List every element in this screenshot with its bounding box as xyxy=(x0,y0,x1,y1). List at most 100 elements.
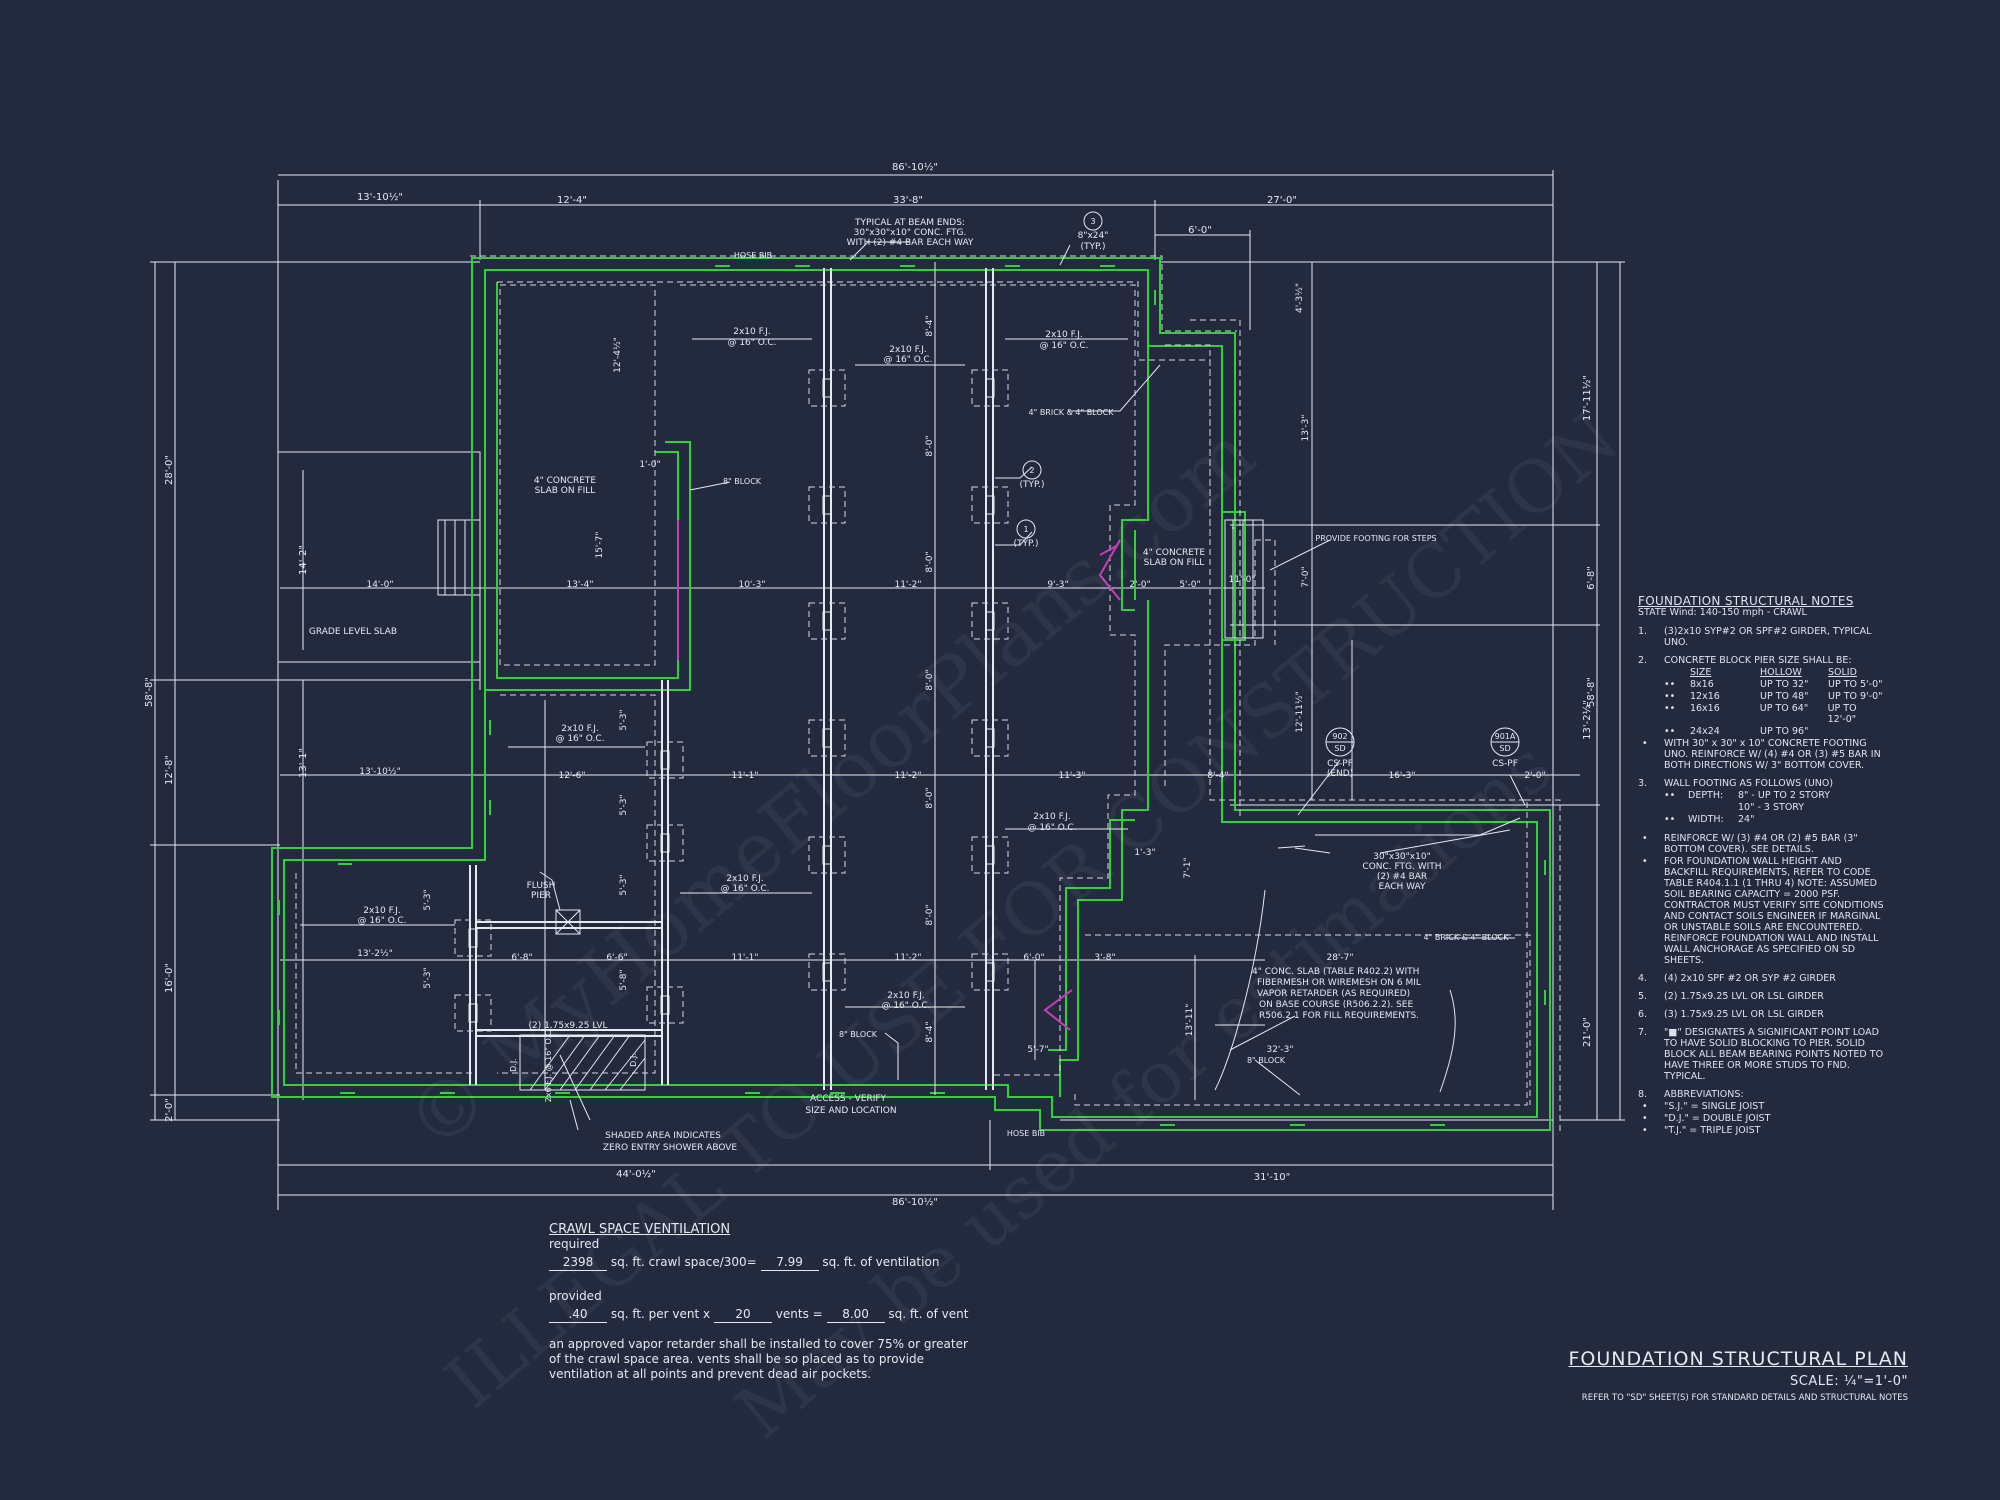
vent-sqft: 2398 xyxy=(549,1255,607,1271)
dim-row2-e: 11'-3" xyxy=(1058,771,1085,781)
pier-block xyxy=(985,378,995,398)
pier-footing xyxy=(971,486,1009,524)
vent-required-row: 2398 sq. ft. crawl space/300= 7.99 sq. f… xyxy=(549,1255,969,1271)
vent-req: 7.99 xyxy=(760,1255,819,1271)
pier-block xyxy=(468,1003,478,1023)
abbr-3: •"T.J." = TRIPLE JOIST xyxy=(1642,1125,1761,1136)
dim-v7: 8'-4" xyxy=(925,1021,935,1042)
label-dj2: D.J. xyxy=(629,1053,638,1067)
label-lvl: (2) 1.75x9.25 LVL xyxy=(528,1021,607,1031)
label-pier-8x24: 8"x24" xyxy=(1078,231,1109,241)
dim-left-1: 28'-0" xyxy=(164,455,175,485)
label-dj: D.J. xyxy=(509,1058,518,1072)
dim-top-a: 12'-4" xyxy=(557,195,587,206)
note-3c: •FOR FOUNDATION WALL HEIGHT AND BACKFILL… xyxy=(1642,856,1884,966)
note-5: 5.(2) 1.75x9.25 LVL OR LSL GIRDER xyxy=(1638,991,1824,1002)
vent-total: 8.00 xyxy=(826,1307,885,1323)
dim-overall-bottom: 86'-10½" xyxy=(892,1196,938,1208)
label-access-2: SIZE AND LOCATION xyxy=(805,1106,896,1116)
notes-state: STATE Wind: 140-150 mph - CRAWL xyxy=(1638,607,1807,618)
dim-v6: 8'-0" xyxy=(925,904,935,925)
label-oc6: @ 16" O.C. xyxy=(1027,823,1076,833)
pier-footing xyxy=(808,953,846,991)
label-conc-3: VAPOR RETARDER (AS REQUIRED) xyxy=(1257,989,1410,999)
dim-top-c: 27'-0" xyxy=(1267,195,1297,206)
dim-r-7b: 7'-1" xyxy=(1183,857,1193,878)
pier-footing xyxy=(971,836,1009,874)
dim-v4: 8'-0" xyxy=(925,669,935,690)
dim-row1-f: 2'-0" xyxy=(1129,580,1150,590)
label-brick-a: 4" BRICK & 4" BLOCK xyxy=(1029,408,1115,417)
dim-row1-e: 9'-3" xyxy=(1047,580,1068,590)
detail-tags xyxy=(1016,211,1520,757)
pier-block xyxy=(985,962,995,982)
note-2b: •WITH 30" x 30" x 10" CONCRETE FOOTING U… xyxy=(1642,738,1881,771)
pier-block xyxy=(985,495,995,515)
drawing-refer: REFER TO "SD" SHEET(S) FOR STANDARD DETA… xyxy=(1581,1393,1908,1403)
dim-r-32: 32'-3" xyxy=(1266,1045,1293,1055)
label-oc1: @ 16" O.C. xyxy=(727,338,776,348)
dim-mid-5g: 5'-7" xyxy=(1027,1045,1048,1055)
label-ftg-1: 30"x30"x10" xyxy=(1373,852,1430,862)
tag-902-l1: CS-PF xyxy=(1327,759,1353,769)
pier-footing xyxy=(808,719,846,757)
label-slab-fill-2: SLAB ON FILL xyxy=(535,486,596,496)
label-conc-1: 4" CONC. SLAB (TABLE R402.2) WITH xyxy=(1252,967,1419,977)
label-fj1: 2x10 F.J. xyxy=(733,327,770,337)
vent-provided-label: provided xyxy=(549,1289,602,1303)
dim-row3-b: 6'-8" xyxy=(511,953,532,963)
foundation-notes: FOUNDATION STRUCTURAL NOTES STATE Wind: … xyxy=(1638,595,1888,1136)
crawl-space-ventilation: CRAWL SPACE VENTILATION required 2398 sq… xyxy=(549,1222,969,1382)
label-block8-b: 8" BLOCK xyxy=(839,1030,878,1039)
dim-left-4: 2'-0" xyxy=(164,1098,175,1122)
label-oc5: @ 16" O.C. xyxy=(720,884,769,894)
pier-block xyxy=(985,728,995,748)
pier-footing xyxy=(808,602,846,640)
label-oc4: @ 16" O.C. xyxy=(555,734,604,744)
pier-footing xyxy=(646,741,684,779)
foundation-walls xyxy=(271,255,1561,1135)
dim-right-b: 6'-8" xyxy=(1586,566,1597,590)
drawing-title: FOUNDATION STRUCTURAL PLAN xyxy=(1568,1348,1908,1370)
dim-row3-a: 13'-2½" xyxy=(357,949,393,959)
dim-row1-g: 5'-0" xyxy=(1179,580,1200,590)
tag-3: 3 xyxy=(1090,217,1095,226)
dim-right-d: 21'-0" xyxy=(1582,1017,1593,1047)
note-1: 1.(3)2x10 SYP#2 OR SPF#2 GIRDER, TYPICAL… xyxy=(1638,626,1872,648)
vent-note: an approved vapor retarder shall be inst… xyxy=(549,1337,968,1381)
pier-block xyxy=(822,495,832,515)
dim-top-small: 6'-0" xyxy=(1188,225,1212,236)
pier-block xyxy=(822,611,832,631)
label-typ-a: (TYP.) xyxy=(1081,242,1106,252)
dim-row1-a: 14'-0" xyxy=(366,580,393,590)
vent-required-label: required xyxy=(549,1237,600,1251)
label-block8-c: 8" BLOCK xyxy=(1247,1056,1286,1065)
dimension-lines xyxy=(150,170,1625,1210)
label-grade-slab: GRADE LEVEL SLAB xyxy=(309,627,397,637)
dim-mid-5c: 5'-3" xyxy=(619,874,629,895)
dim-mid-5e: 5'-8" xyxy=(619,969,629,990)
vent-count: 20 xyxy=(713,1307,772,1323)
pier-footing xyxy=(808,836,846,874)
dim-row1-d: 11'-2" xyxy=(894,580,921,590)
title-block: FOUNDATION STRUCTURAL PLAN SCALE: ¼"=1'-… xyxy=(1568,1348,1908,1403)
label-fj6: 2x10 F.J. xyxy=(1033,812,1070,822)
dim-mid-5a: 5'-3" xyxy=(619,709,629,730)
tag-902-l2: (END) xyxy=(1327,769,1353,779)
dim-r-12: 12'-11½" xyxy=(1295,691,1305,733)
label-oc2: @ 16" O.C. xyxy=(883,355,932,365)
label-fj4: 2x10 F.J. xyxy=(561,724,598,734)
note-3-depth: ••DEPTH:8" - UP TO 2 STORY xyxy=(1664,790,1831,801)
dim-row2-h: 2'-0" xyxy=(1524,771,1545,781)
label-fj8: 2x10 F.J. xyxy=(887,991,924,1001)
drawing-scale: SCALE: ¼"=1'-0" xyxy=(1790,1374,1908,1389)
reference-lines xyxy=(544,262,1313,1100)
step-marks xyxy=(677,520,1121,1031)
pier-block xyxy=(985,845,995,865)
tag-901-top: 901A xyxy=(1495,732,1516,741)
vent-per-vent: .40 xyxy=(549,1307,607,1323)
dim-right-c: 13'-2½" xyxy=(1581,700,1593,740)
